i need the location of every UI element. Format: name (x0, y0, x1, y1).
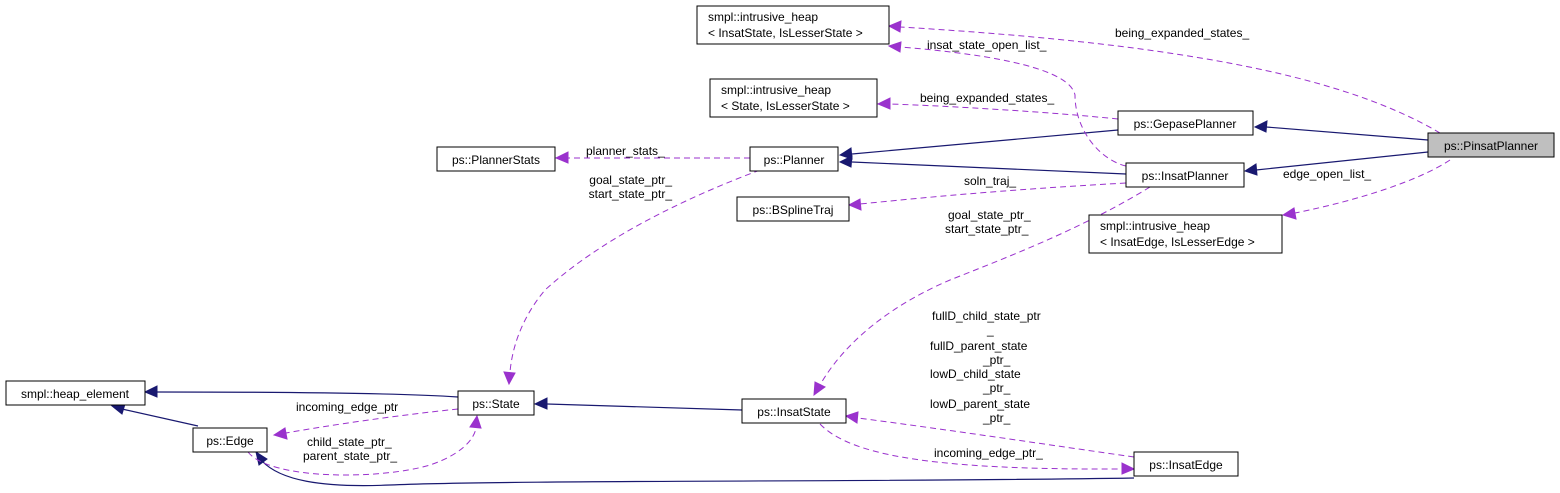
edge-label-fulld-parent-state-ptr: _ptr_ (982, 353, 1011, 367)
edge-being-expanded-pinsat (899, 26, 1441, 134)
edge-label-fulld-child-state-ptr: _ (986, 323, 994, 337)
edge-label-lowd-parent-state-ptr: lowD_parent_state (930, 397, 1030, 411)
arrow-head (1253, 120, 1268, 133)
node-heap-insat-edge[interactable]: smpl::intrusive_heap < InsatEdge, IsLess… (1088, 214, 1283, 254)
edge-label-goal-state-ptr: goal_state_ptr_ (589, 173, 672, 187)
node-heap-state[interactable]: smpl::intrusive_heap < State, IsLesserSt… (709, 78, 878, 118)
inheritance-edges (110, 120, 1429, 487)
node-label: ps::Planner (764, 153, 825, 167)
arrow-head (838, 147, 853, 160)
edge-insat-state-to-insat-edge (819, 423, 1123, 470)
edge-label-goal-state-ptr: goal_state_ptr_ (948, 208, 1031, 222)
node-label: ps::InsatState (757, 405, 831, 419)
node-insat-planner[interactable]: ps::InsatPlanner (1125, 162, 1245, 188)
edge-edge-open-list (1294, 159, 1451, 214)
edge-label-start-state-ptr: start_state_ptr_ (945, 222, 1029, 236)
edge-label-parent-state-ptr: parent_state_ptr_ (303, 449, 397, 463)
node-state[interactable]: ps::State (457, 390, 535, 416)
nodes: ps::PinsatPlanner smpl::intrusive_heap <… (5, 5, 1555, 477)
arrow-head (838, 155, 853, 168)
node-heap-element[interactable]: smpl::heap_element (5, 380, 146, 406)
edge-label-edge-open-list: edge_open_list_ (1283, 167, 1371, 181)
node-planner[interactable]: ps::Planner (749, 146, 839, 172)
arrow-head (554, 151, 569, 164)
edge-label-child-state-ptr: child_state_ptr_ (307, 435, 392, 449)
arrow-head (887, 20, 902, 33)
node-insat-state[interactable]: ps::InsatState (741, 398, 847, 424)
edge-label-being-expanded-states: being_expanded_states_ (920, 91, 1054, 105)
node-label: ps::Edge (206, 434, 254, 448)
edge-label-fulld-parent-state-ptr: fullD_parent_state (930, 339, 1028, 353)
node-label: < State, IsLesserState > (721, 99, 850, 113)
edge-pinsat-to-insat-planner (1255, 151, 1429, 171)
edge-state-to-edge (285, 408, 459, 434)
edge-gepase-to-planner (851, 129, 1119, 155)
arrow-head (272, 427, 288, 440)
node-label: ps::PinsatPlanner (1444, 139, 1538, 153)
edge-label-lowd-child-state-ptr: lowD_child_state (930, 367, 1021, 381)
edge-insat-state-open-list (899, 46, 1127, 167)
edge-label-lowd-child-state-ptr: _ptr_ (982, 381, 1011, 395)
edge-label-incoming-edge-ptr: incoming_edge_ptr_ (934, 446, 1043, 460)
node-label: ps::BSplineTraj (753, 203, 834, 217)
edge-pinsat-to-gepase (1265, 126, 1429, 141)
node-label: smpl::intrusive_heap (721, 83, 831, 97)
arrow-head (844, 411, 859, 424)
arrow-head (887, 41, 902, 53)
edge-insat-planner-to-insat-state (819, 186, 1151, 386)
node-bspline-traj[interactable]: ps::BSplineTraj (736, 196, 850, 222)
node-label: ps::InsatPlanner (1142, 169, 1229, 183)
arrow-head (847, 198, 862, 211)
arrow-head (813, 381, 826, 397)
edge-insat-state-to-state (546, 403, 743, 411)
edge-label-being-expanded-states: being_expanded_states_ (1115, 26, 1249, 40)
node-label: smpl::intrusive_heap (1100, 219, 1210, 233)
node-label: < InsatState, IsLesserState > (708, 26, 863, 40)
edge-label-planner-stats: planner_stats_ (586, 144, 665, 158)
node-planner-stats[interactable]: ps::PlannerStats (436, 146, 556, 172)
edge-label-incoming-edge-ptr: incoming_edge_ptr (296, 400, 398, 414)
node-label: smpl::intrusive_heap (708, 10, 818, 24)
arrow-head (469, 414, 482, 429)
node-label: ps::State (472, 397, 520, 411)
edge-label-start-state-ptr: start_state_ptr_ (589, 187, 673, 201)
edge-state-to-heap-element (156, 391, 459, 398)
edge-edge-to-state (247, 427, 477, 476)
edge-labels: being_expanded_states_ insat_state_open_… (296, 26, 1371, 463)
node-gepase-planner[interactable]: ps::GepasePlanner (1117, 110, 1254, 136)
edge-being-expanded-gepase (889, 103, 1119, 120)
edge-insat-edge-to-insat-state (857, 417, 1135, 458)
node-label: smpl::heap_element (21, 387, 130, 401)
edge-soln-traj (859, 182, 1127, 205)
arrow-head (533, 397, 548, 410)
arrow-head (503, 371, 516, 386)
arrow-head (876, 97, 891, 110)
node-edge[interactable]: ps::Edge (192, 427, 268, 453)
node-label: ps::PlannerStats (452, 153, 540, 167)
edge-label-soln-traj: soln_traj_ (964, 174, 1016, 188)
node-label: ps::InsatEdge (1149, 458, 1223, 472)
arrow-head (1121, 462, 1136, 475)
edge-label-fulld-child-state-ptr: fullD_child_state_ptr (932, 309, 1041, 323)
arrow-head (1243, 163, 1258, 176)
edge-label-insat-state-open-list: insat_state_open_list_ (927, 38, 1047, 52)
edge-edge-to-heap-element (121, 408, 199, 427)
node-label: ps::GepasePlanner (1134, 117, 1237, 131)
node-heap-insat-state[interactable]: smpl::intrusive_heap < InsatState, IsLes… (696, 5, 890, 45)
edge-insat-edge-to-edge (261, 460, 1135, 487)
arrow-head (255, 450, 268, 466)
arrow-head (1281, 207, 1297, 220)
edge-planner-to-state (509, 169, 761, 373)
arrow-head (143, 385, 158, 398)
usage-edges (247, 20, 1451, 476)
edge-label-lowd-parent-state-ptr: _ptr_ (982, 411, 1011, 425)
node-pinsat-planner[interactable]: ps::PinsatPlanner (1427, 132, 1555, 158)
node-insat-edge[interactable]: ps::InsatEdge (1133, 451, 1239, 477)
node-label: < InsatEdge, IsLesserEdge > (1100, 235, 1255, 249)
edge-insat-planner-to-planner (851, 161, 1127, 175)
